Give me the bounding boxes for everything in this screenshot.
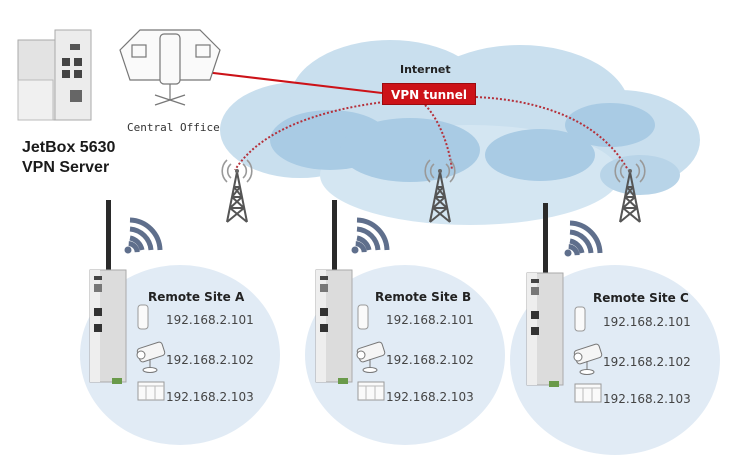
device-ip-address: 192.168.2.101 [166, 313, 254, 327]
device-ip-address: 192.168.2.101 [386, 313, 474, 327]
sensor-icon [137, 304, 149, 330]
device-ip-address: 192.168.2.102 [603, 355, 691, 369]
wireless-signal-icon [125, 220, 161, 254]
cellular-router-icon [526, 202, 564, 388]
device-ip-address: 192.168.2.103 [166, 390, 254, 404]
vpn-tunnel-badge: VPN tunnel [382, 83, 476, 105]
server-name: JetBox 5630 [22, 139, 116, 156]
device-ip-address: 192.168.2.103 [603, 392, 691, 406]
server-role: VPN Server [22, 159, 110, 176]
vpn-tunnel-link-central [204, 71, 383, 94]
remote-site-title: Remote Site C [593, 291, 689, 305]
device-ip-address: 192.168.2.101 [603, 315, 691, 329]
sensor-icon [357, 304, 369, 330]
cell-tower-icon [221, 159, 253, 223]
device-ip-address: 192.168.2.102 [386, 353, 474, 367]
device-ip-address: 192.168.2.103 [386, 390, 474, 404]
wireless-signal-icon [352, 220, 388, 254]
internet-cloud [220, 40, 700, 225]
remote-site-title: Remote Site A [148, 290, 245, 304]
jetbox-server-icon [17, 29, 92, 121]
sensor-icon [574, 306, 586, 332]
device-ip-address: 192.168.2.102 [166, 353, 254, 367]
io-box-icon [574, 383, 602, 403]
vpn-tunnel-link-site-b [424, 104, 453, 171]
io-box-icon [357, 381, 385, 401]
central-office-label: Central Office [127, 121, 220, 134]
site-b-network-zone [305, 265, 505, 445]
remote-site-title: Remote Site B [375, 290, 472, 304]
cellular-router-icon [315, 199, 353, 385]
cellular-router-icon [89, 199, 127, 385]
vpn-tunnel-link-site-a [234, 101, 385, 171]
io-box-icon [137, 381, 165, 401]
central-office-icon [119, 29, 221, 106]
wireless-signal-icon [565, 223, 601, 257]
site-a-network-zone [80, 265, 280, 445]
server-title: JetBox 5630 VPN Server [22, 138, 115, 178]
internet-label: Internet [400, 63, 451, 76]
